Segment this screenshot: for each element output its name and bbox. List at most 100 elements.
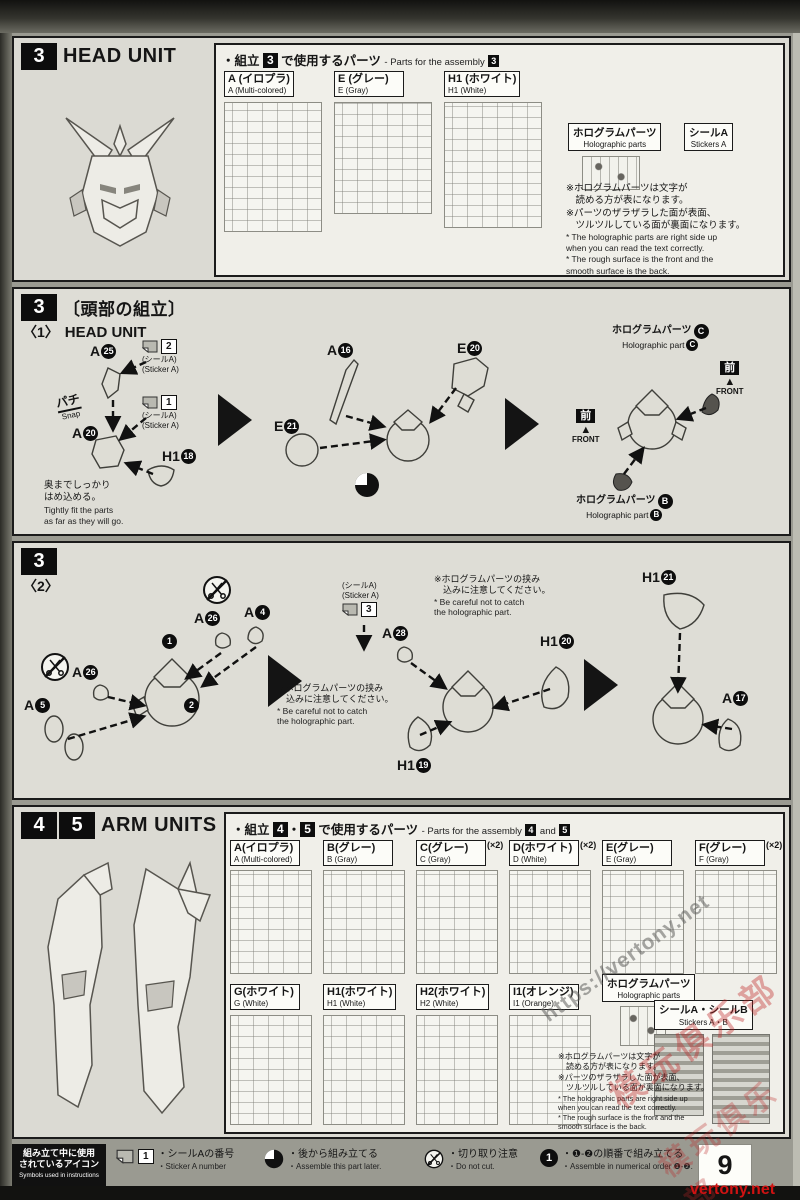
holo-sprue-illustration	[582, 156, 640, 190]
part-label: H2(ホワイト) H2 (White)	[416, 984, 490, 1011]
part-number-badge: 16	[338, 342, 354, 358]
sticker-row: 1	[142, 395, 179, 410]
order-number-icon: 1	[540, 1149, 558, 1167]
up-arrow-icon: ▲	[724, 375, 736, 388]
stickers-label: シールA・シールB Stickers A・B	[654, 1000, 753, 1030]
parts-title-en: - Parts for the assembly	[421, 826, 522, 837]
holo-b-letter-badge: B	[650, 509, 663, 521]
legend-item-sticker-number: 1 ・シールAの番号 ・Sticker A number	[116, 1149, 234, 1172]
parts-title-en: - Parts for the assembly	[384, 57, 485, 68]
sticker-icon	[342, 603, 358, 617]
legend-item-en: ・Assemble this part later.	[288, 1161, 382, 1171]
part-entry-e: E (グレー) E (Gray)	[334, 71, 432, 215]
step-arrow-icon	[505, 398, 539, 450]
sticker-row: 2	[142, 339, 179, 354]
parts-title-en-step-badge: 4	[525, 824, 537, 836]
legend-item-text: ・❶-❷の順番で組み立てる ・Assemble in numerical ord…	[562, 1149, 693, 1172]
sticker-row: 3	[342, 602, 379, 618]
note-jp-line: ※ホログラムパーツは文字が	[566, 183, 688, 194]
stickers-label: シールA Stickers A	[684, 123, 734, 151]
legend-title-box: 組み立て中に使用 されているアイコン Symbols used in instr…	[12, 1144, 106, 1186]
parts-list-panel-arm: ・組立 4・5 で使用するパーツ - Parts for the assembl…	[224, 812, 785, 1134]
section-arm-units: 4 5 ARM UNITS ・組立 4・5 で使用するパーツ - Parts f…	[12, 805, 791, 1139]
holo-b-jp-text: ホログラムパーツ	[576, 495, 656, 507]
runner-illustration	[602, 870, 684, 975]
section-title: ARM UNITS	[101, 814, 217, 836]
part-label-jp: A (イロプラ)	[228, 73, 290, 85]
assemble-later-icon	[264, 1149, 284, 1169]
arm-units-illustration	[47, 860, 212, 1115]
part-label: H1(ホワイト) H1 (White)	[323, 984, 397, 1011]
scan-edge-bottom	[0, 1186, 800, 1200]
part-label-en: E (Gray)	[338, 86, 369, 96]
parts-title-dot: ・	[287, 823, 301, 837]
part-label: G(ホワイト) G (White)	[230, 984, 300, 1011]
sticker-number-sample: 1	[138, 1149, 154, 1164]
runner-illustration	[416, 1015, 498, 1126]
caution-en-line: the holographic part.	[277, 716, 355, 727]
part-letter: A	[722, 690, 733, 706]
note-en-line: when you can read the text correctly.	[566, 243, 705, 254]
order-number: 2	[184, 698, 199, 713]
part-letter: A	[327, 342, 338, 358]
sticker-number: 2	[161, 339, 177, 354]
legend-item-text: ・切り取り注意 ・Do not cut.	[448, 1149, 518, 1172]
parts-title-en-step-badge: 3	[488, 55, 500, 67]
sticker-icon	[116, 1149, 134, 1164]
part-count: (×2)	[487, 840, 504, 850]
caution-jp-line: ※ホログラムパーツの挟み	[434, 574, 541, 584]
part-label-jp: A(イロプラ)	[234, 842, 294, 854]
caution-jp-line: ※ホログラムパーツの挟み	[277, 683, 384, 693]
holo-label-en: Holographic parts	[617, 991, 681, 1000]
part-label-row: C(グレー) C (Gray) (×2)	[416, 840, 504, 867]
assembly-diagram-1-drawing	[91, 357, 720, 491]
holographic-part-b-callout: ホログラムパーツ B Holographic part B	[576, 494, 673, 521]
legend-item-jp: ・後から組み立てる	[288, 1149, 378, 1160]
part-count: (×2)	[580, 840, 597, 850]
section-head-assembly-2: 3 〈2〉	[12, 541, 791, 800]
front-label-en: FRONT	[716, 386, 744, 396]
page-number: 9	[698, 1144, 752, 1186]
sticker-sheets	[654, 1034, 770, 1124]
part-label: A(イロプラ) A (Multi-colored)	[230, 840, 300, 867]
part-entry: B(グレー) B (Gray)	[323, 840, 405, 975]
part-label-en: I1 (Orange)	[513, 999, 554, 1009]
fit-note: 奥までしっかり はめ込める。 Tightly fit the parts as …	[44, 480, 123, 527]
part-label-jp: B(グレー)	[327, 842, 376, 854]
front-indicator-left: 前 ▲ FRONT	[572, 406, 600, 444]
legend-bar: 組み立て中に使用 されているアイコン Symbols used in instr…	[12, 1144, 791, 1186]
part-label-jp: E(グレー)	[606, 842, 654, 854]
part-label-jp: I1(オレンジ)	[513, 986, 574, 998]
head-unit-illustration	[65, 117, 175, 247]
part-number-badge: 26	[83, 664, 99, 680]
legend-item-jp: ・❶-❷の順番で組み立てる	[562, 1149, 684, 1160]
section4-header: 4 5 ARM UNITS	[21, 812, 217, 839]
order-badge-2: 2	[184, 695, 199, 713]
part-label-en: B (Gray)	[327, 855, 358, 865]
part-label-en: H1 (White)	[448, 86, 487, 96]
part-letter: A	[194, 610, 205, 626]
part-letter: H1	[540, 633, 558, 649]
part-number-badge: 20	[558, 633, 574, 649]
part-entry: H1(ホワイト) H1 (White)	[323, 984, 405, 1126]
front-label-jp: 前	[720, 361, 740, 376]
caution-jp-line: 込みに注意してください。	[434, 585, 551, 596]
note-jp-line: ツルツルしている面が裏面になります。	[566, 220, 746, 232]
substep-number: 〈2〉	[23, 578, 59, 594]
part-letter: A	[382, 625, 393, 641]
note-en-line: when you can read the text correctly.	[558, 1103, 677, 1113]
legend-item-do-not-cut: ・切り取り注意 ・Do not cut.	[424, 1149, 518, 1172]
part-label-jp: F(グレー)	[699, 842, 747, 854]
part-number-badge: 20	[467, 340, 483, 356]
part-letter: H1	[642, 569, 660, 585]
parts-list-panel: ・組立 3 で使用するパーツ - Parts for the assembly …	[214, 43, 785, 277]
